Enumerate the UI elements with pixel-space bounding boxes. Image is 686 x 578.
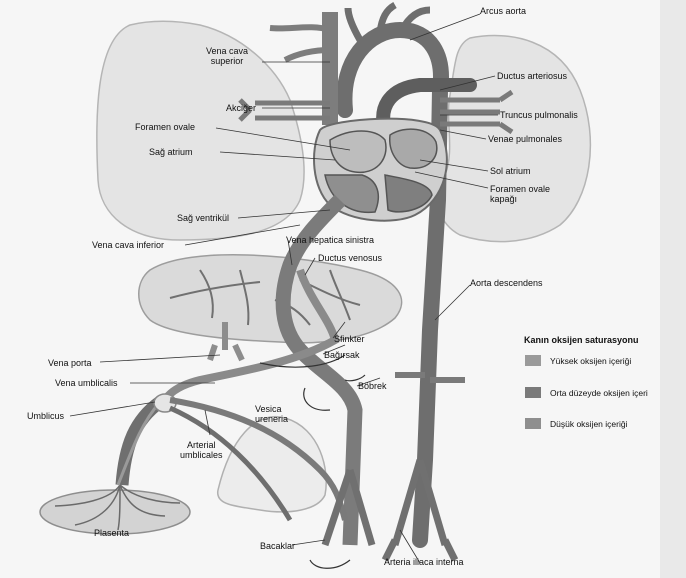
label-vesica-ureneria: Vesica ureneria — [255, 404, 288, 424]
label-ductus-arteriosus: Ductus arteriosus — [497, 71, 567, 81]
label-vena-hepatica-sinistra: Vena hepatica sinistra — [286, 235, 374, 245]
legend-swatch — [525, 355, 541, 366]
label-vena-cava-inferior: Vena cava inferior — [92, 240, 164, 250]
label-sag-atrium: Sağ atrium — [149, 147, 193, 157]
label-arteria-iliaca-interna: Arteria iliaca interna — [384, 557, 464, 567]
label-vena-cava-superior: Vena cava superior — [206, 46, 248, 66]
legend-swatch — [525, 418, 541, 429]
label-ductus-venosus: Ductus venosus — [318, 253, 382, 263]
legend-title: Kanın oksijen saturasyonu — [524, 335, 639, 345]
label-foramen-ovale: Foramen ovale — [135, 122, 195, 132]
label-foramen-ovale-kapagi: Foramen ovale kapağı — [490, 184, 550, 204]
label-umblicus: Umblicus — [27, 411, 64, 421]
label-bobrek: Böbrek — [358, 381, 387, 391]
legend-label: Düşük oksijen içeriği — [550, 419, 627, 429]
label-sag-ventrikul: Sağ ventrikül — [177, 213, 229, 223]
label-plasenta: Plasenta — [94, 528, 129, 538]
left-lung — [97, 21, 304, 240]
label-arcus-aorta: Arcus aorta — [480, 6, 526, 16]
label-arterial-umblicales: Arterial umblicales — [180, 440, 223, 460]
liver — [139, 255, 402, 343]
label-truncus-pulmonalis: Truncus pulmonalis — [500, 110, 578, 120]
diagram-artwork — [0, 0, 660, 578]
label-bacaklar: Bacaklar — [260, 541, 295, 551]
label-aorta-descendens: Aorta descendens — [470, 278, 543, 288]
legend-label: Orta düzeyde oksijen içeri — [550, 388, 648, 398]
right-edge-panel — [660, 0, 686, 578]
label-vena-umblicalis: Vena umblicalis — [55, 378, 118, 388]
label-sol-atrium: Sol atrium — [490, 166, 531, 176]
label-venae-pulmonales: Venae pulmonales — [488, 134, 562, 144]
label-akciger: Akciğer — [226, 103, 256, 113]
label-bagirsak: Bağırsak — [324, 350, 360, 360]
legend-swatch — [525, 387, 541, 398]
label-sfinkter: Sfinkter — [334, 334, 365, 344]
legend-label: Yüksek oksijen içeriği — [550, 356, 631, 366]
label-vena-porta: Vena porta — [48, 358, 92, 368]
umbilical-cord — [122, 402, 160, 485]
